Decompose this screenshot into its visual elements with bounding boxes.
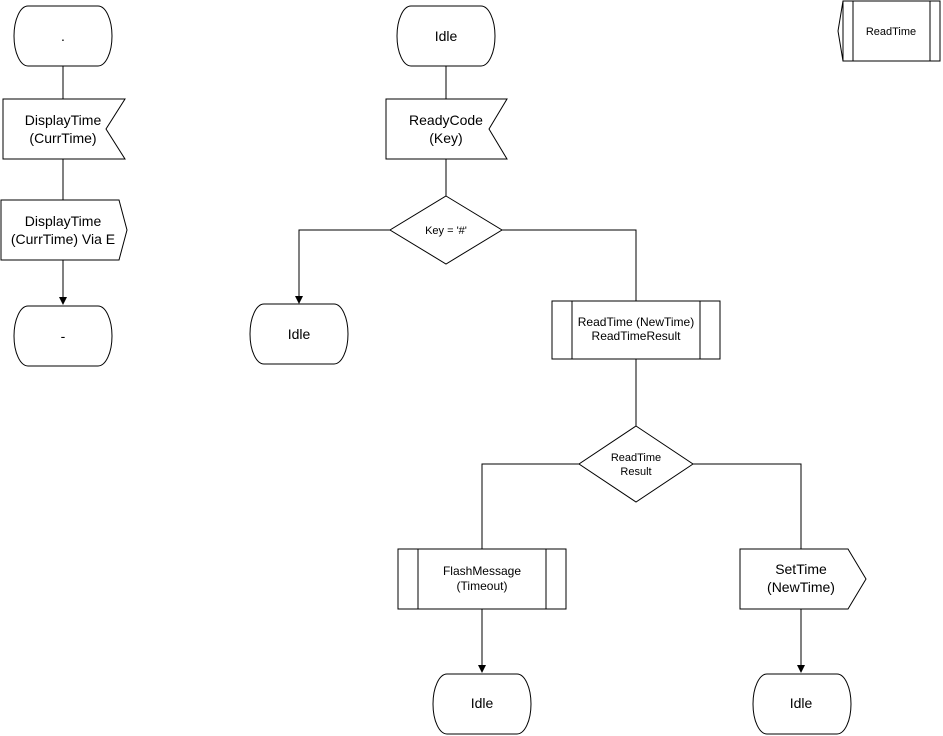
- state-idle-start-label: Idle: [435, 28, 458, 44]
- procedure-call-flashmessage: [397, 548, 567, 610]
- decision-readtime-result-line2: Result: [620, 466, 651, 478]
- input-signal-displaytime: [2, 98, 126, 160]
- state-idle-flash-end-label: Idle: [471, 695, 494, 711]
- state-idle-settime-end: [752, 673, 852, 735]
- state-end-left-label: -: [61, 328, 66, 344]
- procedure-call-flashmessage-line2: (Timeout): [457, 579, 508, 593]
- state-end-left: [13, 305, 113, 367]
- decision-key: [389, 195, 503, 265]
- decision-readtime-result: [578, 425, 694, 503]
- procedure-header-readtime-label: ReadTime: [866, 26, 916, 38]
- state-idle-settime-end-label: Idle: [790, 695, 813, 711]
- input-signal-readycode-line1: ReadyCode: [409, 112, 483, 128]
- output-signal-settime: [739, 548, 867, 610]
- input-signal-readycode-line2: (Key): [429, 130, 462, 146]
- connector-line: [481, 463, 579, 549]
- input-signal-readycode: [385, 98, 508, 160]
- state-idle-flash-end: [432, 673, 532, 735]
- input-signal-displaytime-line2: (CurrTime): [29, 130, 96, 146]
- state-idle-start: [396, 5, 496, 67]
- procedure-call-flashmessage-line1: FlashMessage: [443, 564, 521, 578]
- state-start-left-label: .: [61, 28, 65, 44]
- output-signal-displaytime: [0, 199, 128, 261]
- connector-line: [502, 229, 637, 301]
- decision-readtime-result-line1: ReadTime: [611, 452, 661, 464]
- state-idle-no-branch: [249, 303, 349, 365]
- output-signal-settime-line1: SetTime: [775, 561, 827, 577]
- procedure-call-readtime: [551, 300, 721, 360]
- procedure-call-readtime-line2: ReadTimeResult: [592, 329, 682, 343]
- output-signal-settime-line2: (NewTime): [767, 579, 835, 595]
- output-signal-displaytime-line1: DisplayTime: [25, 213, 102, 229]
- state-start-left: [13, 5, 113, 67]
- output-signal-displaytime-line2: (CurrTime) Via E: [11, 231, 115, 247]
- connector-arrow: [295, 229, 390, 304]
- decision-key-label: Key = '#': [425, 225, 467, 237]
- input-signal-displaytime-line1: DisplayTime: [25, 112, 102, 128]
- connector-line: [693, 463, 802, 549]
- procedure-call-readtime-line1: ReadTime (NewTime): [578, 315, 694, 329]
- state-idle-no-branch-label: Idle: [288, 326, 311, 342]
- procedure-header-readtime: [837, 0, 941, 62]
